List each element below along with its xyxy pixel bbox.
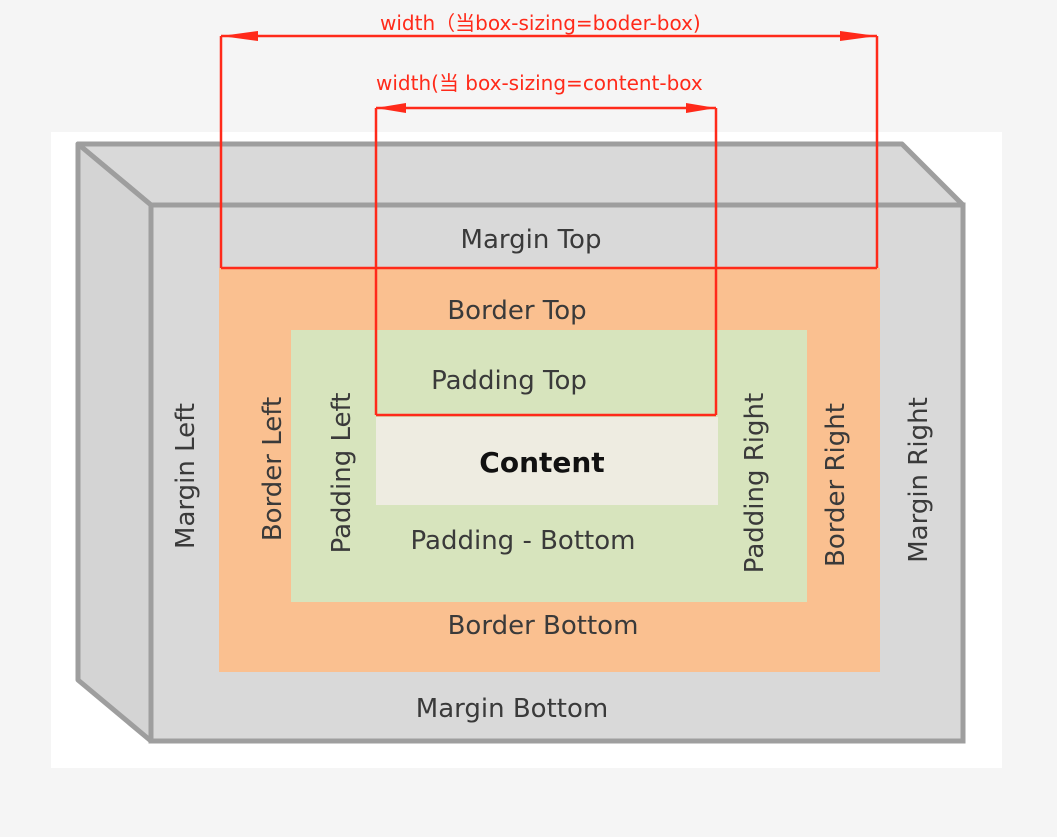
content-box-width-annotation: width(当 box-sizing=content-box <box>376 71 703 95</box>
content-box-left-arrowhead <box>376 103 406 113</box>
padding-right-label: Padding Right <box>740 393 770 573</box>
margin-left-label: Margin Left <box>171 403 201 549</box>
border-box-left-arrowhead <box>221 31 258 41</box>
border-box-right-arrowhead <box>840 31 877 41</box>
border-box-width-bracket <box>219 34 879 270</box>
margin-bottom-label: Margin Bottom <box>416 694 608 724</box>
content-area <box>376 417 718 505</box>
content-box-right-arrowhead <box>686 103 716 113</box>
border-box-width-annotation: width（当box-sizing=boder-box) <box>380 11 701 35</box>
padding-bottom-label: Padding - Bottom <box>411 526 636 556</box>
margin-box-top-bevel <box>75 141 966 208</box>
margin-box-left-side <box>75 141 154 744</box>
border-top-label: Border Top <box>447 296 586 326</box>
content-box-width-bracket <box>374 106 718 417</box>
margin-right-label: Margin Right <box>904 397 934 563</box>
border-left-label: Border Left <box>258 397 288 541</box>
border-right-label: Border Right <box>821 403 851 567</box>
content-label: Content <box>479 446 604 479</box>
padding-top-label: Padding Top <box>431 366 587 396</box>
padding-left-label: Padding Left <box>327 393 357 554</box>
border-bottom-label: Border Bottom <box>448 611 639 641</box>
margin-top-label: Margin Top <box>461 225 602 255</box>
